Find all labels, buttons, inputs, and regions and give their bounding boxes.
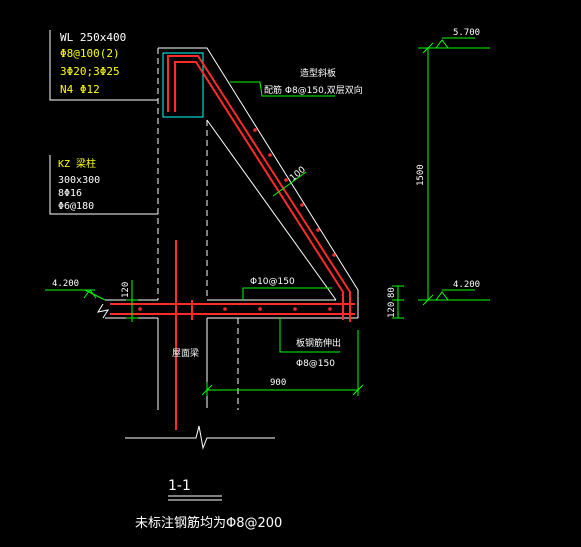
dim-upturn-text: 80: [387, 287, 397, 298]
section-title: 1-1 未标注钢筋均为Φ8@200: [135, 478, 282, 531]
slope-thickness-text: 100: [288, 165, 308, 184]
rebar-inner-loop: [174, 61, 344, 320]
rebar-outer-loop: [167, 55, 351, 322]
beam-stirrup: Φ8@100(2): [60, 47, 120, 60]
elevation-labels: 5.700 4.200 4.200: [52, 28, 480, 290]
section-note: 未标注钢筋均为Φ8@200: [135, 515, 282, 531]
section-label: 1-1: [168, 478, 191, 494]
elevation-left: 4.200: [52, 279, 79, 289]
beam-outline: [162, 52, 204, 118]
column-size: 300x300: [58, 175, 100, 186]
column-bars: 8Φ16: [58, 188, 82, 199]
extension-note-text: 板钢筋伸出: [296, 337, 341, 349]
dimension-labels: 1500 80 120 120 900: [121, 164, 426, 388]
sloped-plate-outer: [158, 47, 359, 291]
slab-label: 造型斜板 配筋 Φ8@150,双层双向: [264, 67, 363, 96]
elevation-right: 4.200: [453, 280, 480, 290]
sloped-plate-inner: [206, 119, 337, 301]
dimension-lines: [45, 37, 490, 396]
leader-top-bar: [242, 287, 332, 300]
column-name: KZ 梁柱: [58, 157, 96, 170]
dim-horizontal-text: 900: [270, 378, 286, 388]
break-line-left: [96, 303, 110, 319]
column-stirrup: Φ6@180: [58, 201, 94, 212]
beam-side-bars: N4 Φ12: [60, 83, 100, 96]
slab-reinforcement: 配筋 Φ8@150,双层双向: [264, 84, 363, 96]
rebar-dots: [138, 128, 336, 311]
leader-slab-label: [230, 81, 335, 97]
break-line-bottom: [125, 425, 275, 450]
leader-bottom-bar: [279, 318, 340, 353]
label-leaders: [49, 30, 222, 501]
beam-label-bracket: [49, 30, 158, 101]
beam-label: WL 250x400 Φ8@100(2) 3Φ20;3Φ25 N4 Φ12: [60, 31, 126, 96]
roof-beam-text: 屋面梁: [172, 347, 199, 359]
dim-right-slab-text: 120: [387, 302, 397, 318]
dim-left-slab-text: 120: [121, 282, 131, 298]
annotations: 100 Φ10@150 板钢筋伸出 Φ8@150 屋面梁: [172, 165, 341, 369]
column-label-bracket: [49, 155, 158, 215]
elevation-top: 5.700: [453, 28, 480, 38]
bottom-bar-text: Φ8@150: [296, 359, 335, 369]
column-label: KZ 梁柱 300x300 8Φ16 Φ6@180: [58, 157, 100, 212]
top-bar-text: Φ10@150: [250, 277, 295, 287]
beam-main-bars: 3Φ20;3Φ25: [60, 65, 120, 78]
concrete-outline: [96, 47, 359, 450]
slab-title: 造型斜板: [300, 67, 336, 79]
rebar-group: [110, 55, 355, 430]
beam-name: WL 250x400: [60, 31, 126, 44]
dim-height-text: 1500: [416, 164, 426, 186]
